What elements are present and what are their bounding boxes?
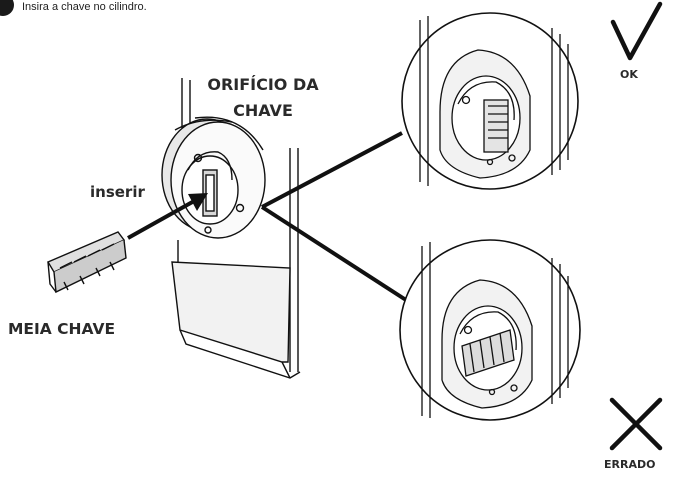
detail-wrong <box>399 239 581 421</box>
keyhole-label: ORIFÍCIO DA CHAVE <box>178 72 348 124</box>
instruction-text: Insira a chave no cilindro. <box>22 1 147 13</box>
half-key <box>46 231 127 294</box>
wrong-label: ERRADO <box>604 458 656 471</box>
ok-label: OK <box>620 68 638 81</box>
callout-lines <box>260 131 408 302</box>
cross-mark-icon <box>609 397 663 451</box>
keyhole-label-line1: ORIFÍCIO DA <box>207 75 319 94</box>
door-panel <box>171 78 301 379</box>
half-key-label: MEIA CHAVE <box>8 320 116 338</box>
check-mark-icon <box>610 1 663 61</box>
detail-correct <box>401 12 579 190</box>
insert-arrow <box>127 193 208 240</box>
step-number-badge <box>0 0 14 16</box>
lock-cylinder <box>161 116 266 239</box>
keyhole-label-line2: CHAVE <box>233 101 293 120</box>
insert-label: inserir <box>90 183 145 201</box>
